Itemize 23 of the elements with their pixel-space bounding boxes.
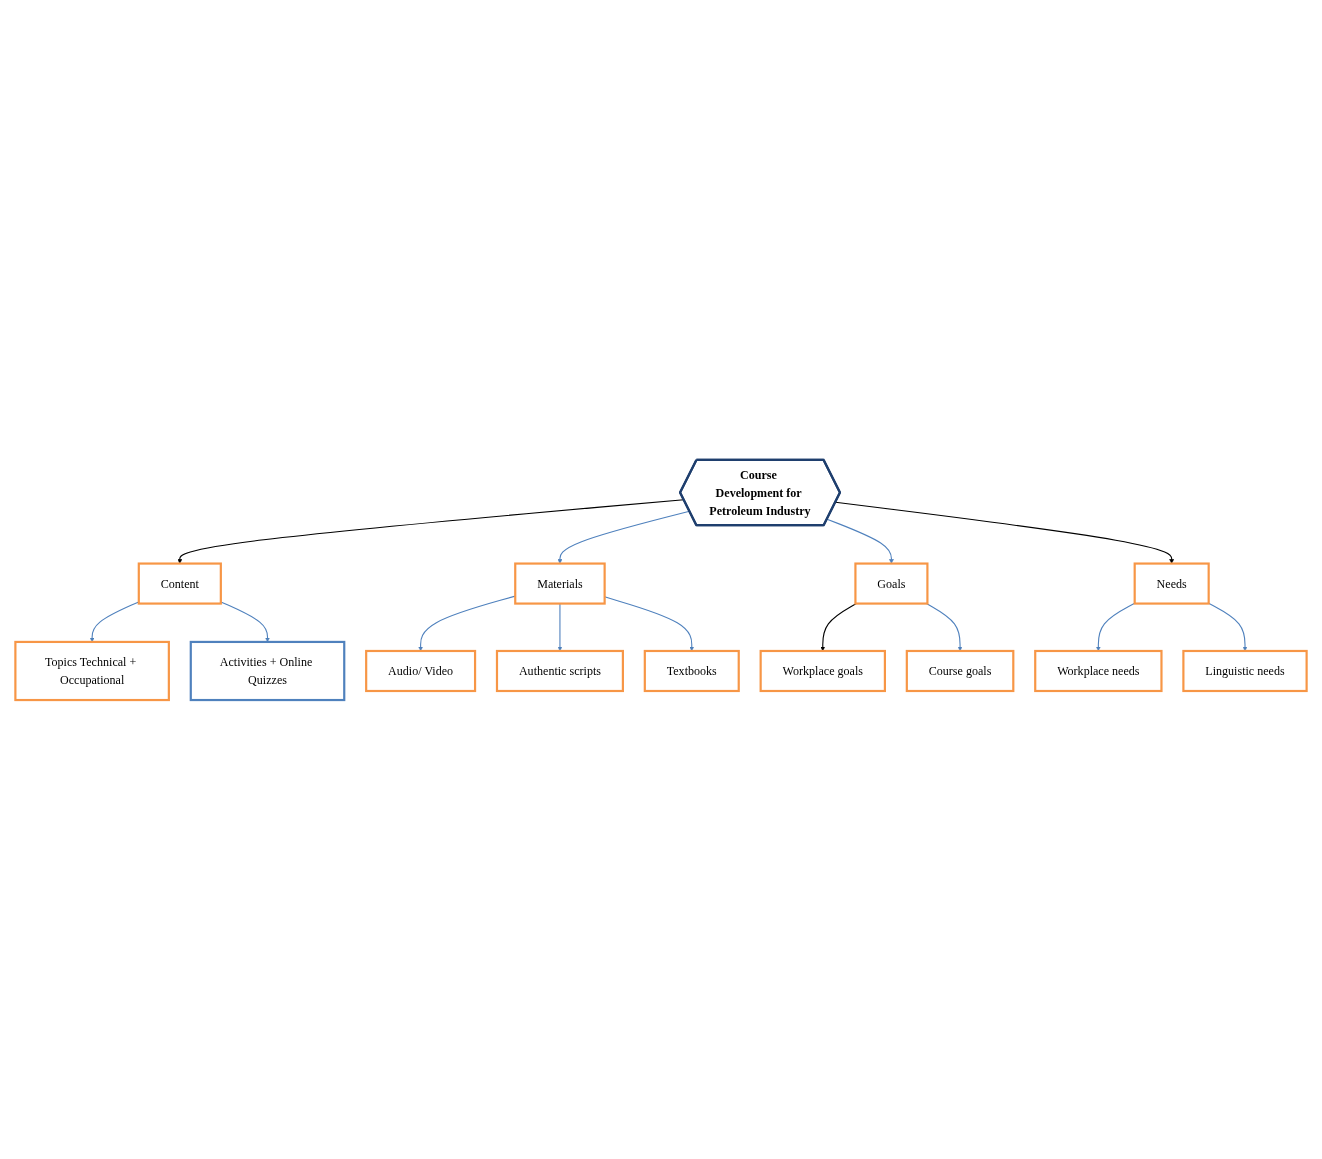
node-box: Needs [1133,561,1210,605]
arrow [1095,602,1136,651]
arrow [557,510,691,564]
node-box: Activities + Online Quizzes [189,640,346,701]
node-box: Course goals [905,649,1015,692]
arrow [89,600,140,642]
arrow [418,595,516,651]
arrow [604,595,695,651]
arrow [820,602,857,651]
node-box: Textbooks [643,649,740,692]
node-box: Audio/ Video [365,649,477,692]
node-box: Content [137,561,222,605]
node-box: Topics Technical + Occupational [14,640,170,701]
arrow [1208,602,1248,651]
arrow [834,501,1175,564]
node-box: Goals [854,561,929,605]
node-box: Linguistic needs [1182,649,1308,692]
node-box: Authentic scripts [495,649,624,692]
arrow [826,518,894,564]
node-box: Workplace goals [759,649,886,692]
node-box: Materials [514,561,606,605]
arrow [220,600,270,642]
node-box: Workplace needs [1034,649,1163,692]
